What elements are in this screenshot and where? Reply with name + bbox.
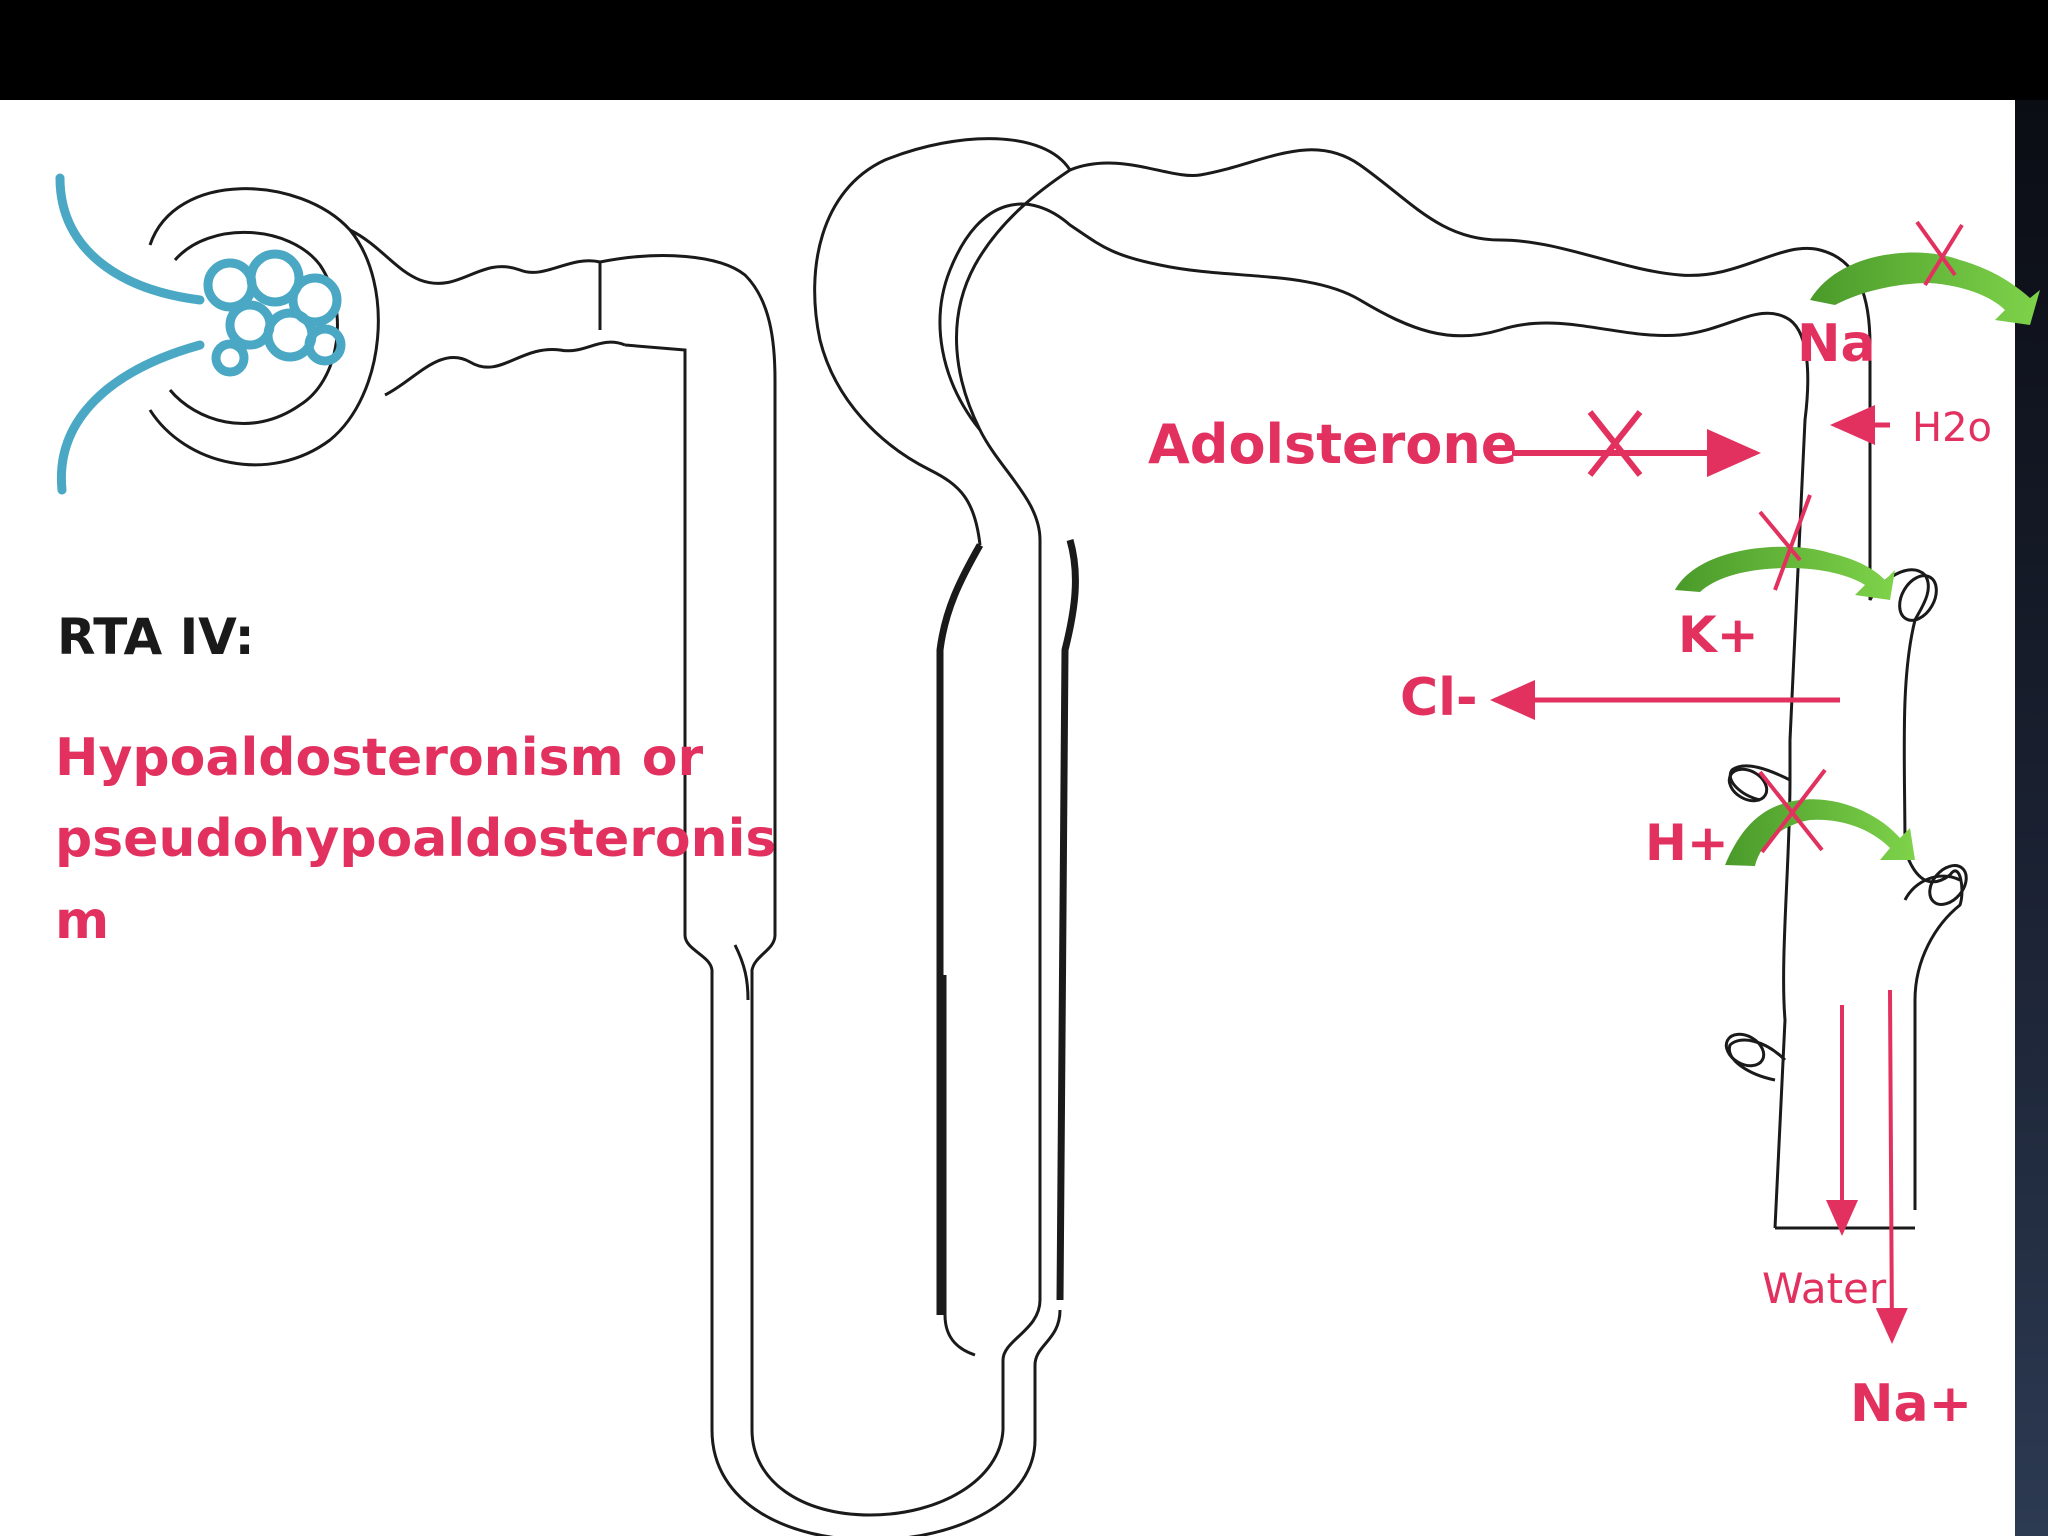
aldosterone-arrow <box>1512 410 1761 477</box>
distal-tubule <box>813 137 1872 741</box>
block-x-marks <box>1758 220 1964 854</box>
aldosterone-label: Adolsterone <box>1148 413 1518 476</box>
transport-arrows <box>1675 252 2040 866</box>
cl-ion-label: Cl- <box>1400 668 1478 728</box>
k-transport-arrow <box>1675 546 1895 600</box>
h2o-label: H2o <box>1912 405 1992 451</box>
na-down-arrow <box>1875 989 1908 1344</box>
h-ion-label: H+ <box>1645 814 1729 872</box>
na-transport-arrow <box>1810 252 2040 325</box>
na-label: Na <box>1797 314 1876 374</box>
na-plus-label: Na+ <box>1850 1374 1973 1434</box>
k-ion-label: K+ <box>1678 606 1759 664</box>
thick-ascending-limb <box>936 539 1079 1315</box>
subtitle-line-2: pseudohypoaldosteronis <box>55 809 777 869</box>
bowmans-capsule <box>148 187 626 467</box>
slide-edge-strip <box>2015 100 2048 1536</box>
h-transport-arrow <box>1725 799 1915 866</box>
subtitle-line-3: m <box>55 891 110 951</box>
glomerulus <box>55 173 346 495</box>
loop-of-henle <box>599 254 1062 1536</box>
page-title: RTA IV: <box>57 608 255 666</box>
subtitle-line-1: Hypoaldosteronism or <box>55 728 704 788</box>
water-label: Water <box>1762 1264 1887 1313</box>
